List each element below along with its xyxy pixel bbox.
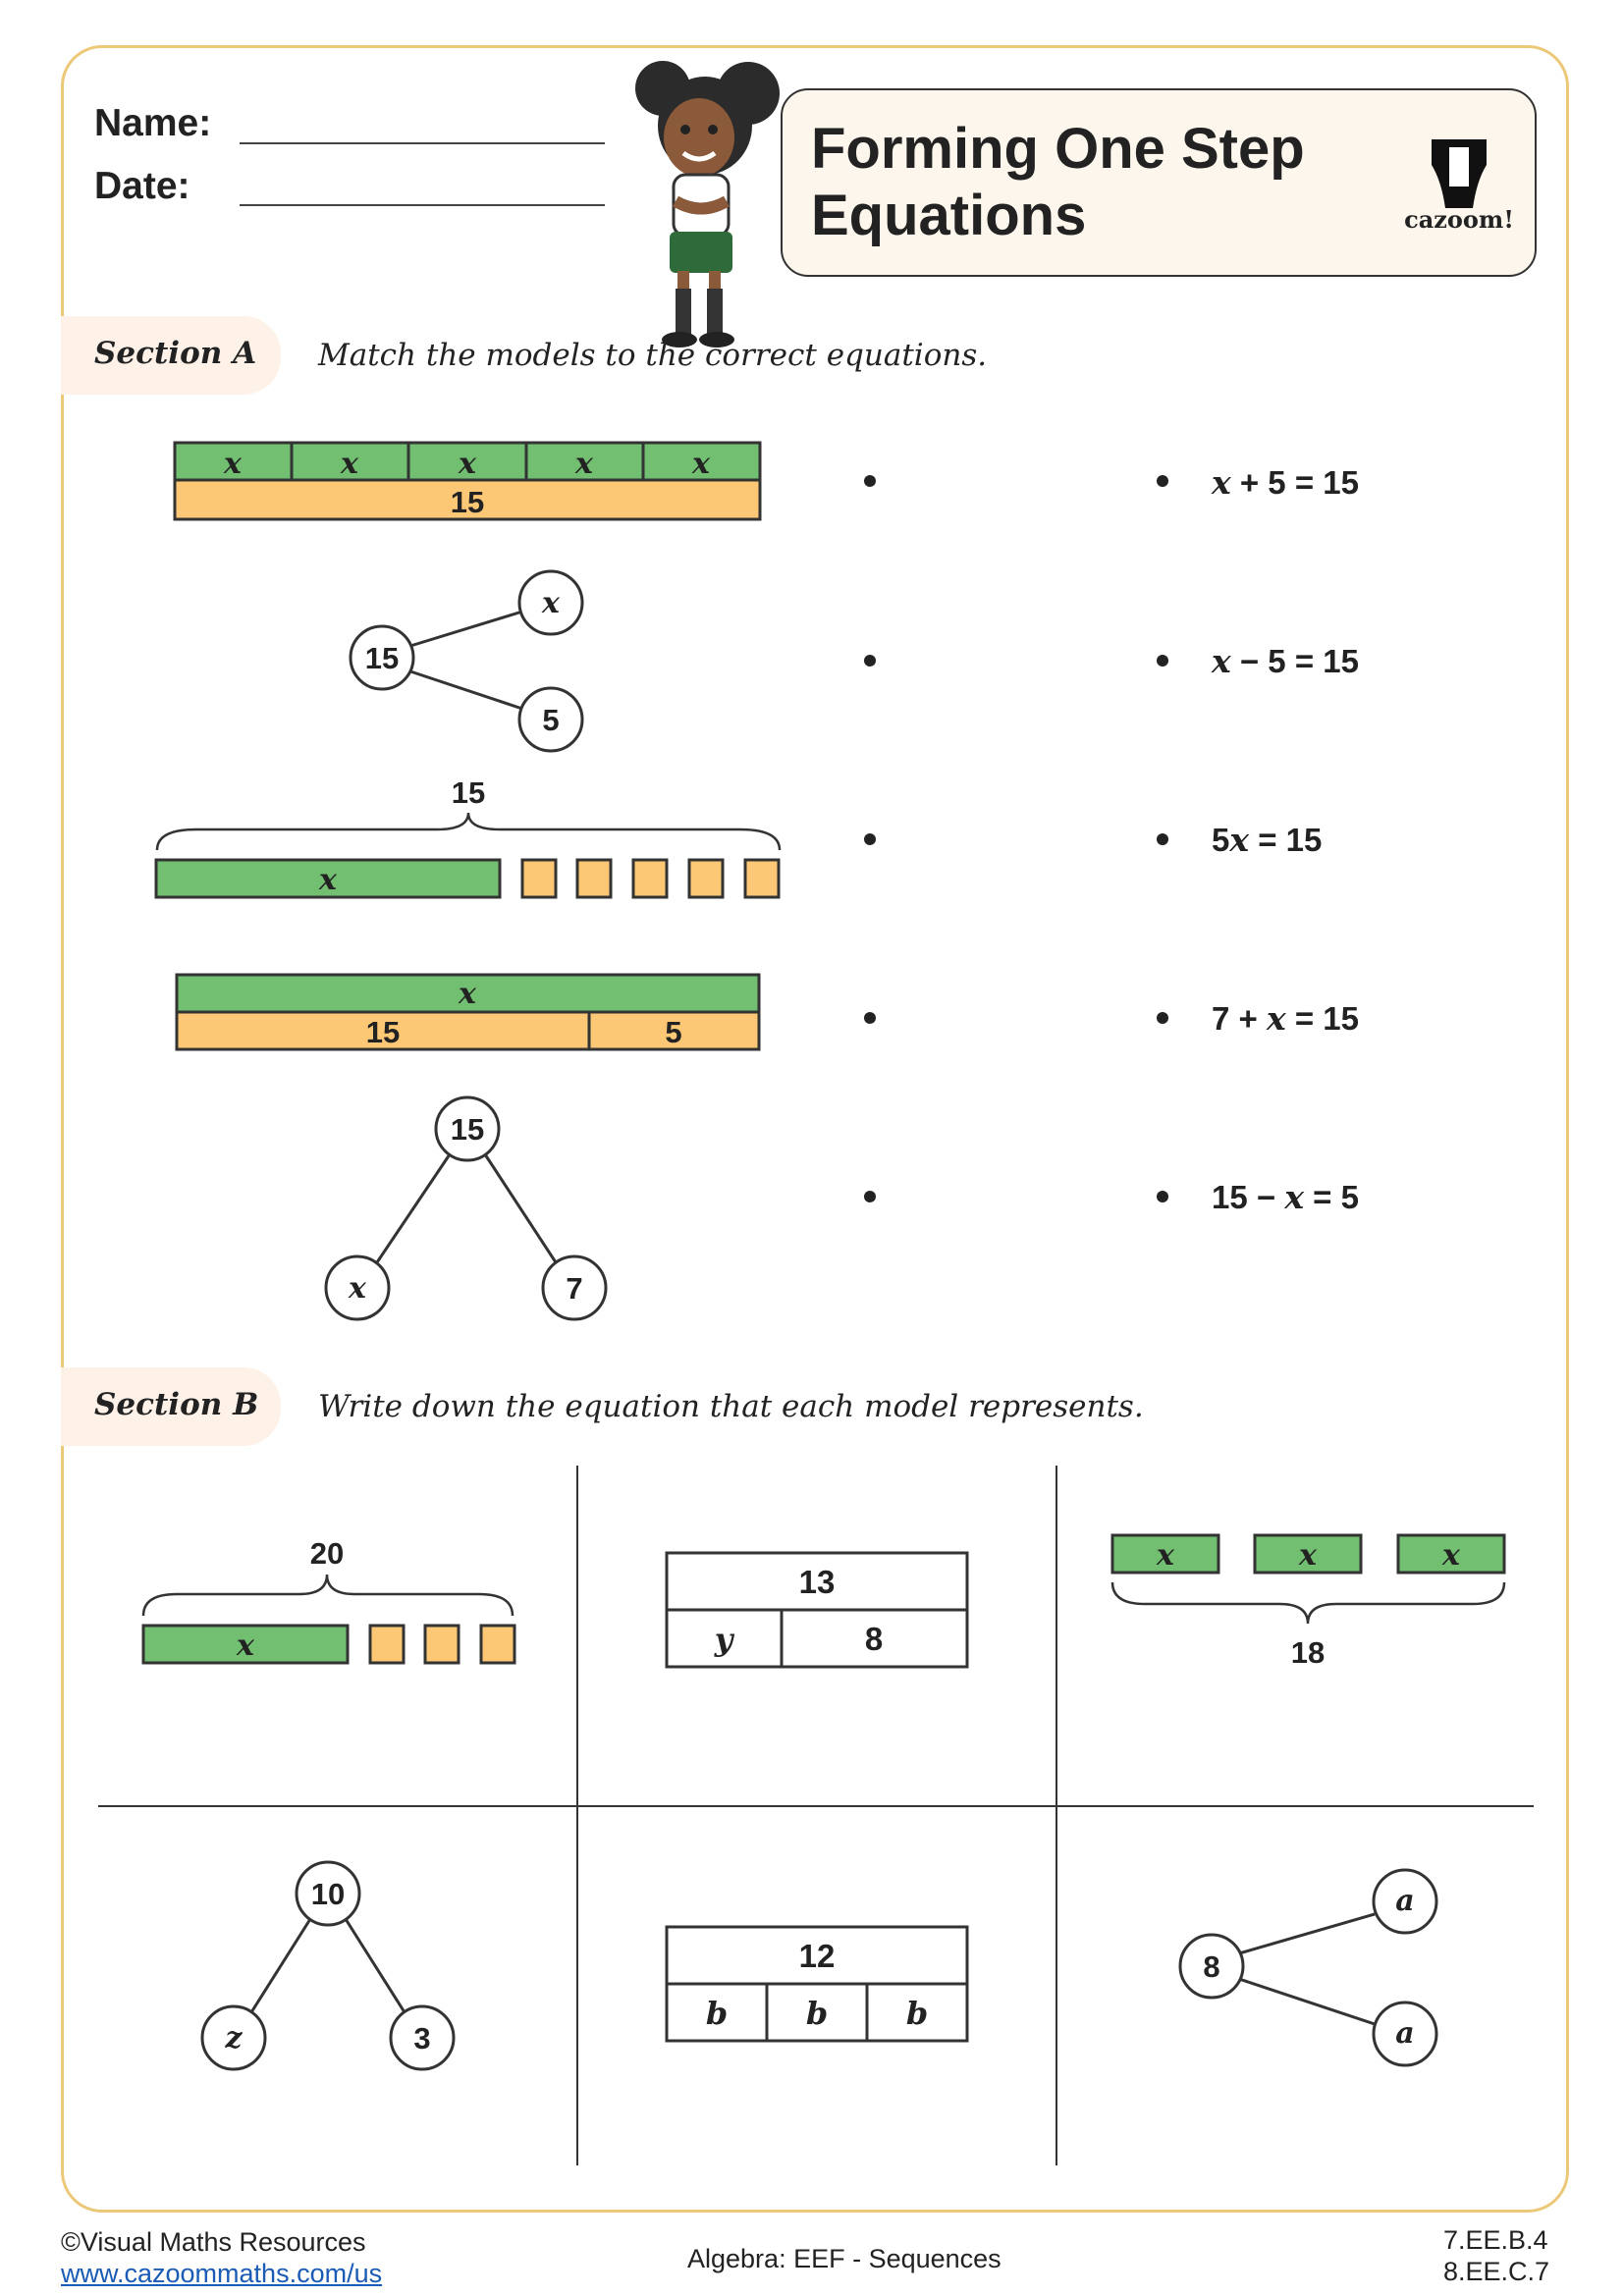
model-b1-brace-label: 20 bbox=[310, 1536, 344, 1571]
model-a4: x 15 5 bbox=[175, 973, 761, 1051]
model-b3-block-3: x bbox=[1441, 1538, 1461, 1573]
equation-2: x − 5 = 15 bbox=[1212, 642, 1359, 680]
model-b6-part-1: a bbox=[1395, 1884, 1414, 1918]
model-a1-top-2: x bbox=[340, 447, 359, 481]
match-dot-model-1[interactable] bbox=[864, 475, 876, 487]
model-b4-part-2: 3 bbox=[413, 2021, 430, 2056]
equation-4: 7 + x = 15 bbox=[1212, 999, 1359, 1038]
model-b2-top: 13 bbox=[799, 1564, 836, 1600]
model-b3-block-2: x bbox=[1298, 1538, 1318, 1573]
model-a1-top-5: x bbox=[691, 447, 711, 481]
model-b5: 12 b b b bbox=[665, 1925, 969, 2043]
model-a4-top: x bbox=[458, 977, 477, 1011]
equation-3: 5x = 15 bbox=[1212, 821, 1323, 859]
model-a3-brace-label: 15 bbox=[452, 775, 485, 810]
model-a3: 15 x bbox=[154, 775, 782, 899]
model-a4-bottom-1: 15 bbox=[366, 1015, 400, 1049]
model-a5: 15 x 7 bbox=[324, 1095, 608, 1321]
footer-url-link[interactable]: www.cazoommaths.com/us bbox=[61, 2259, 383, 2288]
section-a-label: Section A bbox=[94, 336, 257, 371]
footer-topic: Algebra: EEF - Sequences bbox=[687, 2244, 1001, 2273]
model-a4-bottom-2: 5 bbox=[665, 1015, 681, 1049]
equation-5: 15 − x = 5 bbox=[1212, 1178, 1359, 1216]
model-b2-bottom-1: y bbox=[714, 1621, 735, 1658]
model-a1-bottom: 15 bbox=[451, 485, 484, 519]
title-line-2: Equations bbox=[811, 184, 1087, 247]
model-a5-part-2: 7 bbox=[566, 1271, 582, 1306]
equation-1: x + 5 = 15 bbox=[1212, 463, 1359, 502]
model-b5-bottom-2: b bbox=[806, 1995, 828, 2032]
model-b3-block-1: x bbox=[1156, 1538, 1175, 1573]
model-a2-part-1: x bbox=[541, 586, 561, 620]
section-b-pill bbox=[61, 1367, 281, 1446]
title-box bbox=[781, 88, 1537, 277]
worksheet-title: Forming One Step Equations bbox=[811, 116, 1305, 249]
model-b3: x x x 18 bbox=[1110, 1533, 1506, 1670]
model-b1-bar: x bbox=[236, 1629, 255, 1663]
match-dot-model-4[interactable] bbox=[864, 1012, 876, 1024]
model-b4: 10 z 3 bbox=[200, 1860, 456, 2071]
model-b5-bottom-1: b bbox=[706, 1995, 728, 2032]
footer-copyright: ©Visual Maths Resources bbox=[61, 2227, 366, 2257]
match-dot-model-3[interactable] bbox=[864, 833, 876, 845]
model-a5-part-1: x bbox=[348, 1271, 367, 1306]
date-field[interactable] bbox=[240, 204, 605, 206]
model-b6-whole: 8 bbox=[1203, 1949, 1219, 1984]
model-b6-part-2: a bbox=[1395, 2016, 1414, 2051]
match-dot-equation-1[interactable] bbox=[1157, 475, 1168, 487]
page-border bbox=[61, 45, 1569, 2213]
name-field[interactable] bbox=[240, 142, 605, 144]
match-dot-equation-4[interactable] bbox=[1157, 1012, 1168, 1024]
match-dot-equation-2[interactable] bbox=[1157, 655, 1168, 667]
model-b4-part-1: z bbox=[224, 2021, 243, 2056]
model-b4-whole: 10 bbox=[311, 1877, 345, 1911]
model-a1-top-4: x bbox=[574, 447, 594, 481]
name-label: Name: bbox=[94, 102, 212, 144]
model-b6: 8 a a bbox=[1178, 1868, 1438, 2067]
match-dot-equation-3[interactable] bbox=[1157, 833, 1168, 845]
section-b-label: Section B bbox=[94, 1387, 259, 1422]
title-line-1: Forming One Step bbox=[811, 117, 1305, 181]
model-a2-whole: 15 bbox=[365, 641, 399, 675]
model-b1: 20 x bbox=[141, 1536, 516, 1665]
model-a1-top-3: x bbox=[458, 447, 477, 481]
match-dot-equation-5[interactable] bbox=[1157, 1191, 1168, 1202]
model-a5-whole: 15 bbox=[451, 1112, 484, 1147]
model-b3-brace-label: 18 bbox=[1291, 1635, 1325, 1670]
footer-standard-2: 8.EE.C.7 bbox=[1443, 2257, 1550, 2286]
model-a2-part-2: 5 bbox=[542, 703, 559, 737]
model-a1: x x x x x 15 bbox=[173, 441, 762, 521]
footer-standard-1: 7.EE.B.4 bbox=[1443, 2225, 1548, 2255]
model-b2: 13 y 8 bbox=[665, 1551, 969, 1669]
section-a-instruction: Match the models to the correct equation… bbox=[318, 338, 988, 373]
model-a3-bar: x bbox=[318, 863, 338, 897]
section-b-instruction: Write down the equation that each model … bbox=[318, 1389, 1144, 1424]
date-label: Date: bbox=[94, 165, 190, 207]
match-dot-model-5[interactable] bbox=[864, 1191, 876, 1202]
model-a1-top-1: x bbox=[223, 447, 243, 481]
model-b2-bottom-2: 8 bbox=[865, 1621, 883, 1657]
model-b5-top: 12 bbox=[799, 1938, 836, 1974]
section-a-pill bbox=[61, 316, 281, 395]
match-dot-model-2[interactable] bbox=[864, 655, 876, 667]
model-a2: 15 x 5 bbox=[349, 569, 584, 753]
model-b5-bottom-3: b bbox=[906, 1995, 928, 2032]
